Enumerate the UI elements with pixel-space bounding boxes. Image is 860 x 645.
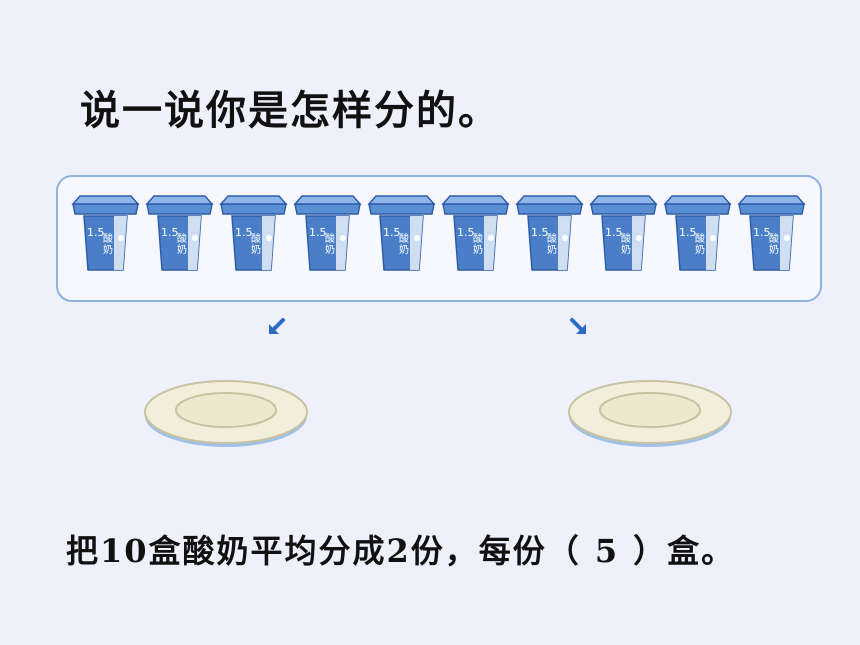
yogurt-volume-label: 1.5	[309, 226, 327, 239]
yogurt-cup-icon	[219, 195, 288, 271]
yogurt-volume-label: 1.5	[605, 226, 623, 239]
yogurt-name-label: 酸奶	[621, 234, 631, 256]
yogurt-name-label: 酸奶	[695, 234, 705, 256]
yogurt-volume-label: 1.5	[457, 226, 475, 239]
yogurt-volume-label: 1.5	[679, 226, 697, 239]
yogurt-volume-label: 1.5	[87, 226, 105, 239]
yogurt-volume-label: 1.5	[383, 226, 401, 239]
yogurt-name-label: 酸奶	[547, 234, 557, 256]
yogurt-name-label: 酸奶	[177, 234, 187, 256]
yogurt-name-label: 酸奶	[251, 234, 261, 256]
yogurt-cup-icon	[145, 195, 214, 271]
sentence-tail: ）盒。	[633, 532, 736, 570]
yogurt-volume-label: 1.5	[161, 226, 179, 239]
yogurt-volume-label: 1.5	[531, 226, 549, 239]
yogurt-name-label: 酸奶	[399, 234, 409, 256]
yogurt-name-label: 酸奶	[103, 234, 113, 256]
yogurt-cup-icon	[737, 195, 806, 271]
yogurt-cup-icon	[367, 195, 436, 271]
yogurt-cup-icon	[293, 195, 362, 271]
yogurt-name-label: 酸奶	[769, 234, 779, 256]
division-sentence: 把10盒酸奶平均分成2份，每份（ 5 ）盒。	[66, 526, 735, 572]
plate-left	[144, 380, 308, 447]
yogurt-volume-label: 1.5	[753, 226, 771, 239]
arrow-down-right-icon	[570, 318, 586, 334]
yogurt-name-label: 酸奶	[473, 234, 483, 256]
prompt-heading: 说一说你是怎样分的。	[80, 88, 500, 134]
yogurt-name-label: 酸奶	[325, 234, 335, 256]
sentence-lead: 把10盒酸奶平均分成2份，每份（	[66, 532, 581, 570]
yogurt-cup-icon	[441, 195, 510, 271]
yogurt-cup-icon	[515, 195, 584, 271]
yogurt-cup-icon	[663, 195, 732, 271]
plate-right	[568, 380, 732, 447]
yogurt-cup-icon	[71, 195, 140, 271]
answer-value: 5	[594, 532, 620, 570]
arrow-down-left-icon	[269, 318, 285, 334]
yogurt-cup-icon	[589, 195, 658, 271]
yogurt-volume-label: 1.5	[235, 226, 253, 239]
